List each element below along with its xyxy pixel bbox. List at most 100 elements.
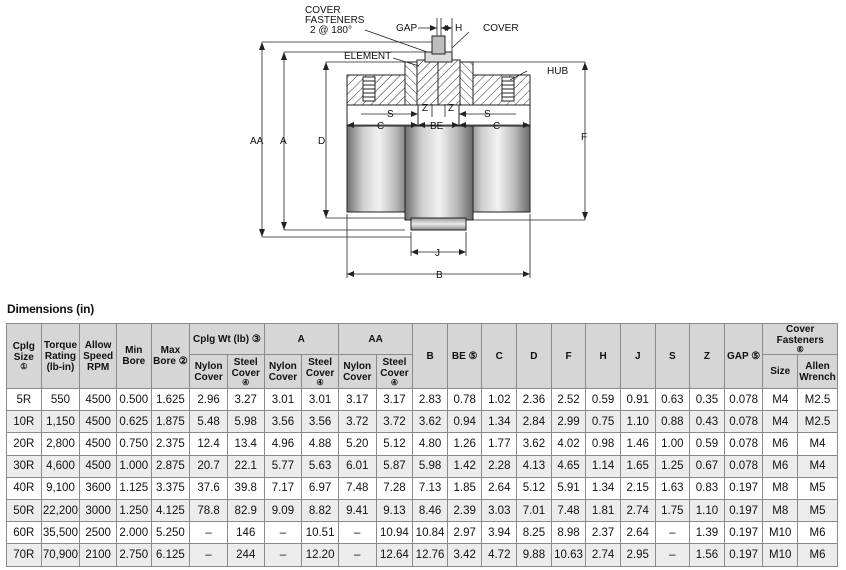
table-cell: 8.82 xyxy=(301,498,339,523)
table-cell: 5.63 xyxy=(301,454,339,478)
table-cell: 2.74 xyxy=(619,498,656,523)
table-cell: M10 xyxy=(762,521,799,545)
table-cell: 4,600 xyxy=(40,454,81,478)
table-cell: 9.88 xyxy=(516,543,552,567)
table-cell: 0.35 xyxy=(689,387,725,412)
table-cell: 3.17 xyxy=(337,387,377,412)
label-s-right: S xyxy=(484,109,491,120)
table-cell: 12.4 xyxy=(189,432,228,456)
table-cell: 2.96 xyxy=(189,387,228,412)
table-cell: 3000 xyxy=(79,498,117,523)
label-h: H xyxy=(455,23,462,34)
table-cell: 9.13 xyxy=(375,498,414,523)
table-cell: 0.94 xyxy=(446,410,483,434)
table-cell: 2.83 xyxy=(412,387,448,412)
table-cell: 0.197 xyxy=(723,543,764,567)
label-z-left: Z xyxy=(422,103,428,114)
table-cell: 2.36 xyxy=(516,387,552,412)
table-cell: 1.10 xyxy=(689,498,725,523)
fastener-left xyxy=(362,76,376,102)
table-cell: – xyxy=(189,521,228,545)
table-cell: 1.34 xyxy=(585,476,621,500)
table-cell: 0.078 xyxy=(723,454,764,478)
table-cell: 35,500 xyxy=(40,521,81,545)
table-cell: 5.12 xyxy=(516,476,552,500)
label-z-right: Z xyxy=(448,103,454,114)
header-aa-nylon-cover: Nylon Cover xyxy=(337,354,377,389)
table-cell: 1.46 xyxy=(619,432,656,456)
table-cell: 4.02 xyxy=(550,432,587,456)
table-cell: 0.197 xyxy=(723,521,764,545)
header-f: F xyxy=(550,323,587,389)
table-cell: 0.91 xyxy=(619,387,656,412)
header-h: H xyxy=(585,323,621,389)
table-cell: 7.01 xyxy=(516,498,552,523)
table-cell: 2.84 xyxy=(516,410,552,434)
label-b: B xyxy=(436,270,443,281)
header-gap: GAP ⑤ xyxy=(723,323,764,389)
table-cell: M4 xyxy=(762,410,799,434)
table-cell: 2.52 xyxy=(550,387,587,412)
table-cell: 1.75 xyxy=(654,498,691,523)
table-cell: 5R xyxy=(6,387,42,412)
table-cell: 60R xyxy=(6,521,42,545)
table-cell: 4500 xyxy=(79,387,117,412)
table-cell: 2,800 xyxy=(40,432,81,456)
table-cell: 10.63 xyxy=(550,543,587,567)
table-cell: 4500 xyxy=(79,454,117,478)
header-allow-speed: Allow Speed RPM xyxy=(79,323,117,389)
label-s-left: S xyxy=(387,109,394,120)
table-cell: 2.875 xyxy=(150,454,191,478)
table-cell: 1,150 xyxy=(40,410,81,434)
table-cell: 550 xyxy=(40,387,81,412)
label-element: ELEMENT xyxy=(344,51,391,62)
table-cell: 82.9 xyxy=(226,498,265,523)
table-cell: 12.20 xyxy=(301,543,339,567)
header-j: J xyxy=(619,323,656,389)
header-d: D xyxy=(516,323,552,389)
table-cell: 5.12 xyxy=(375,432,414,456)
table-cell: 2.28 xyxy=(481,454,518,478)
table-cell: M5 xyxy=(797,476,838,500)
table-cell: 1.875 xyxy=(150,410,191,434)
table-cell: 5.87 xyxy=(375,454,414,478)
coupling-section xyxy=(346,35,531,127)
table-cell: M6 xyxy=(762,432,799,456)
table-cell: 4.125 xyxy=(150,498,191,523)
table-cell: 5.20 xyxy=(337,432,377,456)
table-cell: 10R xyxy=(6,410,42,434)
label-cover-fasteners-2: FASTENERS xyxy=(305,15,365,26)
table-cell: 2.99 xyxy=(550,410,587,434)
table-cell: 3.27 xyxy=(226,387,265,412)
table-cell: 3.72 xyxy=(337,410,377,434)
table-cell: 2.15 xyxy=(619,476,656,500)
table-cell: 3.56 xyxy=(301,410,339,434)
table-cell: 3.375 xyxy=(150,476,191,500)
header-a: A xyxy=(263,323,339,355)
header-z: Z xyxy=(689,323,725,389)
table-cell: 0.078 xyxy=(723,410,764,434)
table-cell: 1.14 xyxy=(585,454,621,478)
header-min-bore: Min Bore xyxy=(115,323,152,389)
table-cell: 3.17 xyxy=(375,387,414,412)
table-cell: 1.000 xyxy=(115,454,152,478)
table-cell: 4.88 xyxy=(301,432,339,456)
table-cell: 1.34 xyxy=(481,410,518,434)
table-cell: 50R xyxy=(6,498,42,523)
table-cell: 4.65 xyxy=(550,454,587,478)
table-cell: 1.65 xyxy=(619,454,656,478)
header-fastener-size: Size xyxy=(762,354,799,389)
table-cell: 78.8 xyxy=(189,498,228,523)
table-cell: 1.56 xyxy=(689,543,725,567)
table-cell: 0.500 xyxy=(115,387,152,412)
table-cell: 244 xyxy=(226,543,265,567)
table-cell: 2.95 xyxy=(619,543,656,567)
table-cell: 8.25 xyxy=(516,521,552,545)
table-cell: 10.84 xyxy=(412,521,448,545)
table-cell: – xyxy=(337,521,377,545)
